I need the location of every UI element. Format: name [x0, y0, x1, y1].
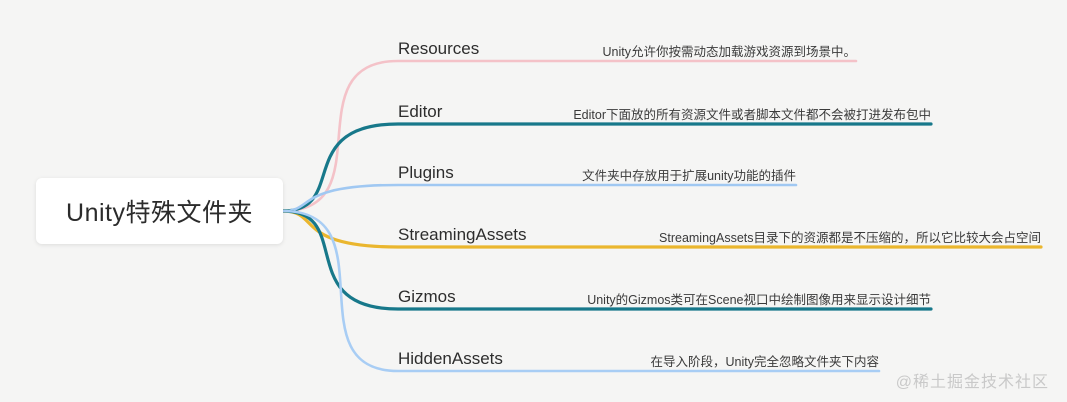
root-node[interactable]: Unity特殊文件夹 [36, 178, 283, 244]
branch-description: 在导入阶段，Unity完全忽略文件夹下内容 [650, 355, 879, 369]
root-node-label: Unity特殊文件夹 [66, 199, 253, 227]
branch-connector-plugins [281, 183, 798, 213]
branch-description: Unity的Gizmos类可在Scene视口中绘制图像用来显示设计细节 [587, 293, 931, 307]
watermark: @稀土掘金技术社区 [895, 374, 1049, 391]
branch-label: Resources [398, 39, 480, 58]
branch-connector-resources [281, 59, 858, 213]
branch-description: Unity允许你按需动态加载游戏资源到场景中。 [602, 45, 856, 59]
branch-description: Editor下面放的所有资源文件或者脚本文件都不会被打进发布包中 [573, 108, 931, 122]
